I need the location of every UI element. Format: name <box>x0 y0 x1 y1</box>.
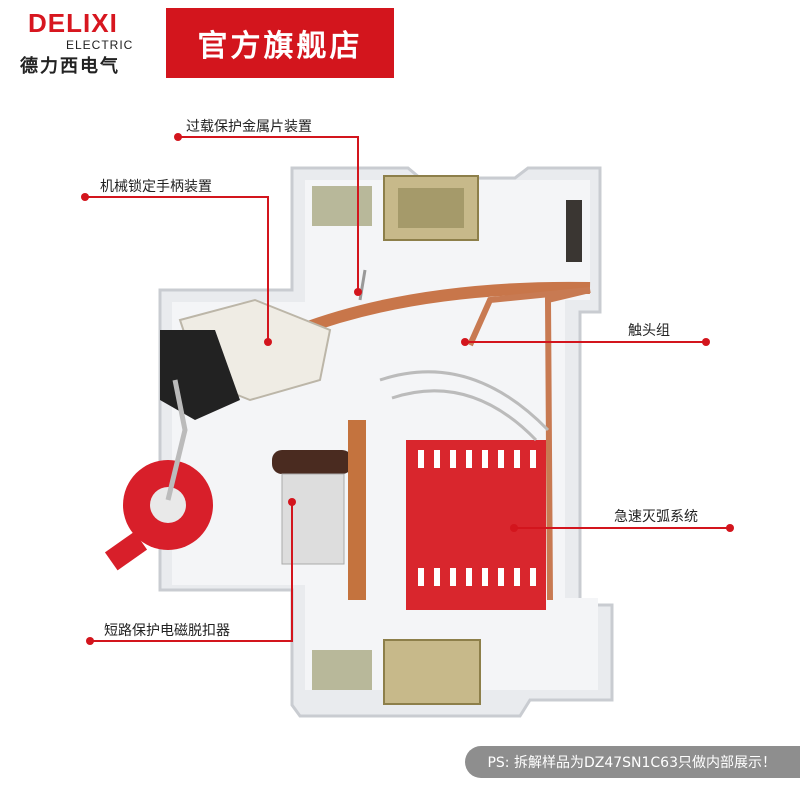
store-badge: 官方旗舰店 <box>166 8 394 78</box>
callout-overload-bimetal: 过载保护金属片装置 <box>186 119 312 135</box>
footer-note: PS: 拆解样品为DZ47SN1C63只做内部展示！ <box>465 746 800 778</box>
brand-chinese: 德力西电气 <box>20 56 120 77</box>
callout-contact-group: 触头组 <box>628 323 670 339</box>
callout-handle-lock: 机械锁定手柄装置 <box>100 179 212 195</box>
brand-name: DELIXI <box>28 8 118 38</box>
brand-sub: ELECTRIC <box>66 38 134 52</box>
callout-magnetic-trip: 短路保护电磁脱扣器 <box>104 623 230 639</box>
delixi-logo: DELIXI ELECTRIC 德力西电气 <box>18 8 158 77</box>
callout-arc-extinguish: 急速灭弧系统 <box>614 509 698 525</box>
